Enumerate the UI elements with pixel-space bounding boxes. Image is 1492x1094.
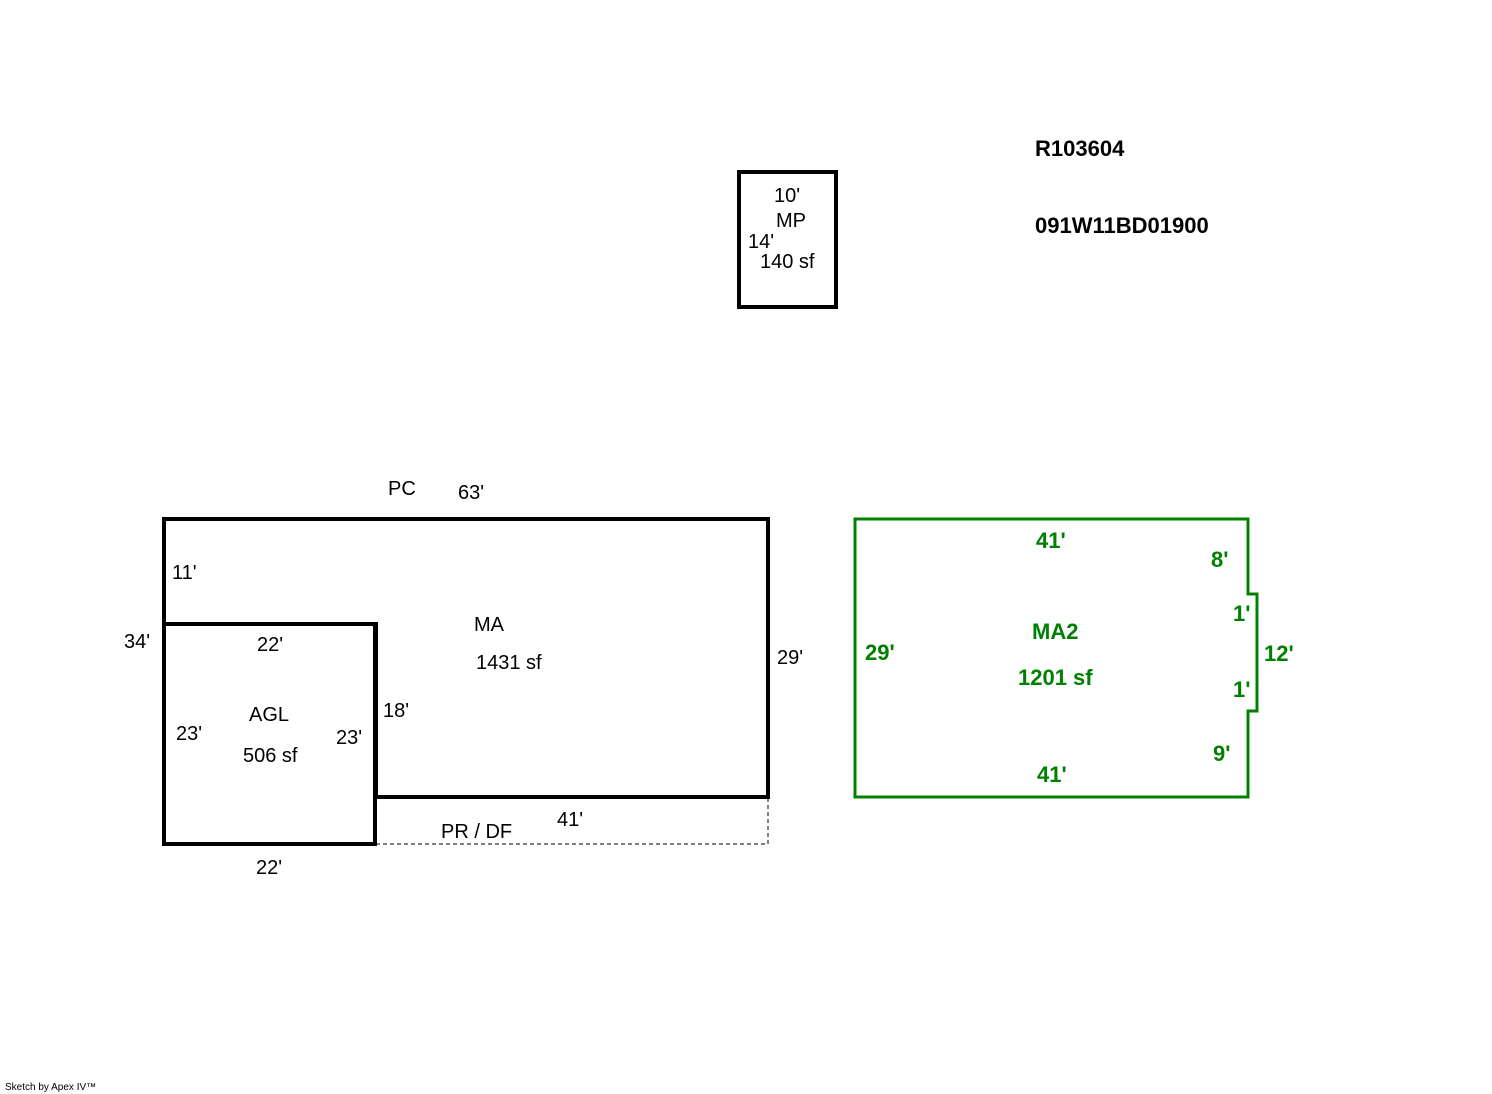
- porch-dimension: 41': [557, 809, 583, 831]
- ma2-bump-upper-dimension: 1': [1233, 601, 1250, 626]
- ma2-top-dimension: 41': [1036, 528, 1066, 553]
- mp-area: 140 sf: [760, 251, 815, 273]
- agl-bottom-dimension: 22': [256, 857, 282, 879]
- ma-top-dimension: 63': [458, 482, 484, 504]
- sketch-credit: Sketch by Apex IV™: [5, 1082, 96, 1093]
- mp-side-dimension: 14': [748, 231, 774, 253]
- agl-label: AGL: [249, 704, 289, 726]
- ma-area: 1431 sf: [476, 652, 542, 674]
- ma2-area: 1201 sf: [1018, 665, 1093, 690]
- ma2-right-lower-dimension: 9': [1213, 741, 1230, 766]
- parcel-id: R103604: [1035, 136, 1125, 161]
- ma2-left-dimension: 29': [865, 640, 895, 665]
- map-number: 091W11BD01900: [1035, 213, 1209, 238]
- porch-outline: [376, 797, 769, 845]
- agl-left-dimension: 23': [176, 723, 202, 745]
- ma-left-total-dimension: 34': [124, 631, 150, 653]
- agl-area: 506 sf: [243, 745, 298, 767]
- ma-left-upper-dimension: 11': [172, 562, 197, 584]
- ma2-bump-lower-dimension: 1': [1233, 677, 1250, 702]
- agl-right-dimension: 23': [336, 727, 362, 749]
- agl-top-dimension: 22': [257, 634, 283, 656]
- mp-label: MP: [776, 210, 806, 232]
- ma2-right-upper-dimension: 8': [1211, 547, 1228, 572]
- ma2-outline: [853, 517, 1259, 799]
- ma2-bottom-dimension: 41': [1037, 762, 1067, 787]
- mp-top-dimension: 10': [774, 185, 800, 207]
- pc-label: PC: [388, 478, 416, 500]
- ma-step-dimension: 18': [383, 700, 409, 722]
- mp-outline: [737, 170, 838, 309]
- agl-outline: [162, 622, 377, 846]
- ma-right-dimension: 29': [777, 647, 803, 669]
- porch-label: PR / DF: [441, 821, 512, 843]
- ma-label: MA: [474, 614, 505, 636]
- ma2-bump-dimension: 12': [1264, 641, 1294, 666]
- ma2-label: MA2: [1032, 619, 1078, 644]
